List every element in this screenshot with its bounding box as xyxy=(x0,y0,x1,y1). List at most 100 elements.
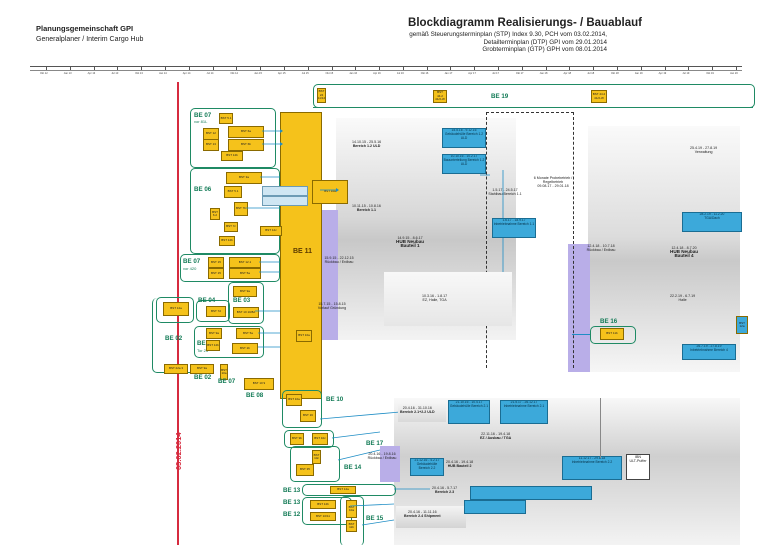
bst-box: BST 10a xyxy=(296,330,312,342)
company-name: Planungsgemeinschaft GPI xyxy=(36,24,134,33)
timeline-tick-mark xyxy=(307,66,309,70)
be-label: BE 03 xyxy=(233,297,251,304)
timeline-tick-mark xyxy=(593,66,595,70)
header-left: Planungsgemeinschaft GPI Generalplaner /… xyxy=(36,24,143,43)
bst-box: BST 7b xyxy=(234,202,248,216)
timeline-tick-mark xyxy=(498,66,500,70)
timeline-tick-label: Jan 14 xyxy=(158,72,167,75)
bar-rueckbau-2 xyxy=(380,446,400,482)
timeline-tick-label: Jul 17 xyxy=(492,72,499,75)
timeline-tick-mark xyxy=(46,66,47,70)
timeline-tick-label: Okt 16 xyxy=(420,72,429,75)
be-sublabel: Tor 25 xyxy=(197,348,209,353)
bst-box: BST 12.1 xyxy=(229,257,261,268)
bst-box: BST 7c xyxy=(224,222,238,232)
probebetrieb-window xyxy=(486,112,574,368)
be-label: BE 06 xyxy=(194,186,212,193)
bst-box: BST 9a xyxy=(190,364,214,374)
bst-box: BST 10 10/8A xyxy=(233,307,259,318)
timeline-tick-label: Jul 13 xyxy=(111,72,119,75)
timeline-tick-label: Jul 16 xyxy=(396,72,404,75)
timeline-tick-label: Okt 17 xyxy=(515,72,524,75)
timeline-tick-label: Jan 17 xyxy=(444,72,453,75)
timeline-tick-label: Okt 19 xyxy=(706,72,714,75)
bst-box: BST 12b xyxy=(206,340,220,351)
timeline-tick-mark xyxy=(260,66,262,70)
gantt-bar xyxy=(470,486,592,500)
group-be15 xyxy=(340,496,364,545)
bst-box: BST 10a xyxy=(286,394,302,406)
hatched-box xyxy=(262,186,308,196)
group-be16 xyxy=(590,326,636,344)
timeline-tick-label: Jan 20 xyxy=(730,72,738,75)
company-subtitle: Generalplaner / Interim Cargo Hub xyxy=(36,36,144,43)
be-label: BE 02 xyxy=(194,374,212,381)
timeline-tick-mark xyxy=(426,66,428,70)
be-label: BE 04 xyxy=(198,297,216,304)
be-label: BE 07 xyxy=(197,340,214,347)
group-be06 xyxy=(190,168,280,254)
bst-box: BST 12a xyxy=(736,316,748,334)
timeline-tick-mark xyxy=(569,66,571,70)
group-be14 xyxy=(290,446,340,482)
timeline-tick-label: Apr 14 xyxy=(182,72,191,75)
timeline-tick-mark xyxy=(664,66,666,70)
timeline-tick-mark xyxy=(545,66,547,70)
bar-ez-halle-tga xyxy=(384,272,512,326)
group-be07-c xyxy=(194,326,264,358)
bst-box: BST 12b xyxy=(219,236,235,246)
timeline-tick-label: Okt 13 xyxy=(135,72,143,75)
timeline-tick-mark xyxy=(640,66,642,70)
bst-box: BST 10c xyxy=(312,450,321,464)
bst-box: BST 13 xyxy=(203,139,219,151)
be-sublabel: vor 420 xyxy=(183,266,197,271)
divider-line xyxy=(600,398,601,458)
timeline-tick-mark xyxy=(331,66,333,70)
timeline-tick-mark xyxy=(141,66,143,70)
bst-box: BST 11b xyxy=(600,328,624,340)
bst-box: BST 10a xyxy=(220,364,228,380)
timeline-tick-label: Okt 12 xyxy=(40,72,48,75)
bst-box: BST 6b xyxy=(228,139,264,151)
bst-box: BST 10/11 xyxy=(310,512,336,521)
bst-box: BST 35 xyxy=(296,464,314,476)
timeline-tick-label: Apr 18 xyxy=(563,72,572,75)
be-label: BE 08 xyxy=(246,392,264,399)
bst-box: BST 12b xyxy=(221,151,243,161)
timeline-tick-label: Apr 19 xyxy=(658,72,667,75)
bst-box: BST 44.2 41/2-W xyxy=(433,90,447,103)
bst-box: BST 10a xyxy=(312,180,348,204)
bar-rueckbau-1 xyxy=(322,210,338,340)
timeline-tick-label: Jul 19 xyxy=(682,72,690,75)
timeline-tick-label: Okt 15 xyxy=(325,72,334,75)
bar-bereich-2-1 xyxy=(398,404,446,422)
timeline-tick-label: Apr 13 xyxy=(87,72,96,75)
timeline-tick-label: Jan 13 xyxy=(63,72,72,75)
bst-box: BST 44.2 41/2-W xyxy=(591,90,607,103)
header-note-3: Grobterminplan (GTP) GPH vom 08.01.2014 xyxy=(482,46,607,53)
timeline-tick-mark xyxy=(379,66,381,70)
be-label: BE 07 xyxy=(194,112,212,119)
header-notes: gemäß Steuerungsterminplan (STP) Index 9… xyxy=(380,31,607,54)
timeline-axis-lower xyxy=(30,70,742,71)
bst-box: BST 9a xyxy=(233,286,257,297)
group-be10 xyxy=(282,390,322,428)
timeline-tick-label: Jan 18 xyxy=(539,72,548,75)
timeline-tick-label: Okt 14 xyxy=(230,72,238,75)
timeline-tick-mark xyxy=(402,66,404,70)
timeline-tick-mark xyxy=(188,66,190,70)
